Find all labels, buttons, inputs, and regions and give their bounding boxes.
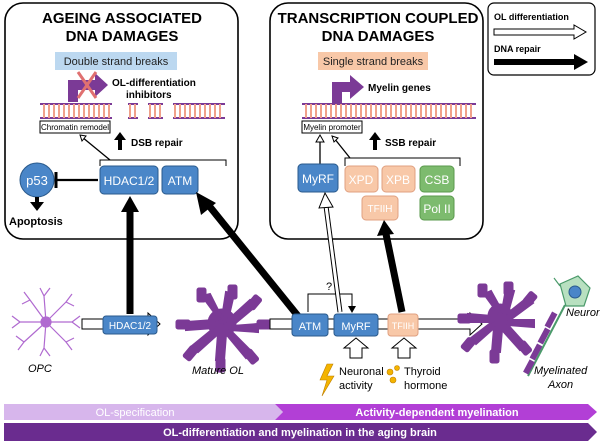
tfiih-box-bottom (387, 313, 419, 337)
hormone-dots-icon (386, 365, 400, 384)
neuronal-activity-arrow-icon (342, 337, 370, 359)
activity-dependent-bar (275, 404, 597, 420)
atm-to-myrf-question-arrow (307, 293, 353, 312)
myrf-right-label: MyRF (302, 172, 334, 186)
ol-specification-bar (4, 404, 283, 420)
atm-left-label: ATM (168, 174, 192, 188)
legend-repair-arrow-icon (494, 54, 588, 70)
right-repair-bracket (344, 157, 461, 166)
activity-dependent-label: Activity-dependent myelination (355, 407, 518, 419)
hdac-left-label: HDAC1/2 (104, 174, 155, 188)
myrf-box-right (297, 163, 339, 193)
thyroid-hormone-line2: hormone (404, 380, 447, 392)
question-mark-label: ? (326, 281, 332, 293)
repair-to-promoter-line (333, 137, 351, 159)
left-panel-title-line2: DNA DAMAGES (66, 28, 179, 45)
atm-repair-arrow (203, 199, 301, 319)
myelinating-ol-cell-icon (457, 281, 538, 364)
atm-box-bottom (291, 313, 329, 337)
hdac-to-chromatin-arrow (81, 136, 111, 161)
inhibitors-label-line1: OL-differentiation (112, 78, 196, 89)
dsb-repair-label: DSB repair (131, 138, 183, 149)
inhibitor-gene-arrow-icon (68, 71, 108, 102)
lightning-icon (319, 363, 335, 397)
myrf-bottom-label: MyRF (341, 321, 371, 333)
myelin-genes-label: Myelin genes (368, 83, 431, 94)
xpd-box (344, 165, 379, 193)
xpd-label: XPD (349, 173, 374, 187)
opc-label: OPC (28, 363, 52, 375)
hdac-box-left (99, 165, 159, 195)
single-strand-breaks-label: Single strand breaks (323, 56, 424, 68)
mature-ol-cell-icon (175, 284, 272, 373)
pol-ii-label: Pol II (423, 202, 450, 216)
right-panel-title-line2: DNA DAMAGES (322, 28, 435, 45)
left-dna-strand-icon (40, 100, 225, 122)
right-dna-strand-icon (302, 103, 476, 119)
legend-differentiation-label: OL differentiation (494, 12, 569, 22)
myrf-to-panel-arrow (324, 205, 342, 313)
ssb-repair-label: SSB repair (385, 138, 436, 149)
atm-bottom-label: ATM (299, 321, 321, 333)
inhibitors-label-line2: inhibitors (126, 90, 172, 101)
xpb-label: XPB (386, 173, 410, 187)
atm-box-left (161, 165, 199, 195)
csb-box (419, 165, 455, 193)
myelinated-axon-line1: Myelinated (534, 365, 588, 377)
aging-brain-bar (4, 423, 597, 441)
myrf-box-bottom (333, 313, 379, 337)
neuronal-activity-line2: activity (339, 380, 373, 392)
single-strand-breaks-box (318, 52, 428, 70)
tfiih-repair-arrow (382, 233, 406, 313)
neuron-icon (527, 275, 591, 377)
legend-repair-label: DNA repair (494, 44, 541, 54)
chromatin-remodel-label: Chromatin remodel (41, 123, 109, 132)
hdac-bottom-label: HDAC1/2 (109, 321, 152, 332)
legend-box (487, 2, 596, 76)
apoptosis-label: Apoptosis (9, 216, 63, 228)
hdac-box-bottom (102, 315, 158, 335)
p53-label: p53 (26, 173, 48, 188)
tfiih-right-label: TFIIH (368, 204, 393, 215)
thyroid-hormone-line1: Thyroid (404, 366, 441, 378)
apoptosis-arrow-icon (30, 197, 44, 211)
pol-ii-box (419, 195, 455, 221)
thyroid-hormone-arrow-icon (390, 337, 418, 359)
legend-differentiation-arrow-icon (493, 24, 587, 40)
xpb-box (381, 165, 416, 193)
mature-ol-label: Mature OL (192, 365, 244, 377)
double-strand-breaks-box (55, 52, 177, 70)
myelin-sheath-segments (523, 311, 558, 375)
myelinated-axon-line2: Axon (547, 379, 573, 391)
neuronal-activity-line1: Neuronal (339, 366, 384, 378)
ssb-repair-arrow-icon (369, 132, 381, 150)
tfiih-box-right (361, 195, 399, 221)
myelin-gene-arrow-icon (332, 75, 364, 104)
myelin-promoter-box (301, 120, 363, 134)
chromatin-remodel-box (39, 120, 111, 134)
right-panel-title-line1: TRANSCRIPTION COUPLED (278, 10, 479, 27)
myelin-promoter-label: Myelin promoter (303, 123, 361, 132)
left-panel-title-line1: AGEING ASSOCIATED (42, 10, 202, 27)
tfiih-bottom-label: TFIIH (392, 321, 415, 331)
double-strand-breaks-label: Double strand breaks (64, 56, 169, 68)
dsb-repair-arrow-icon (114, 132, 126, 150)
opc-cell-icon (11, 287, 81, 357)
neuron-label: Neuron (566, 307, 600, 319)
left-repair-bracket (99, 159, 227, 166)
csb-label: CSB (425, 173, 450, 187)
aging-brain-label: OL-differentiation and myelination in th… (163, 427, 437, 439)
ol-specification-label: OL-specification (96, 407, 175, 419)
